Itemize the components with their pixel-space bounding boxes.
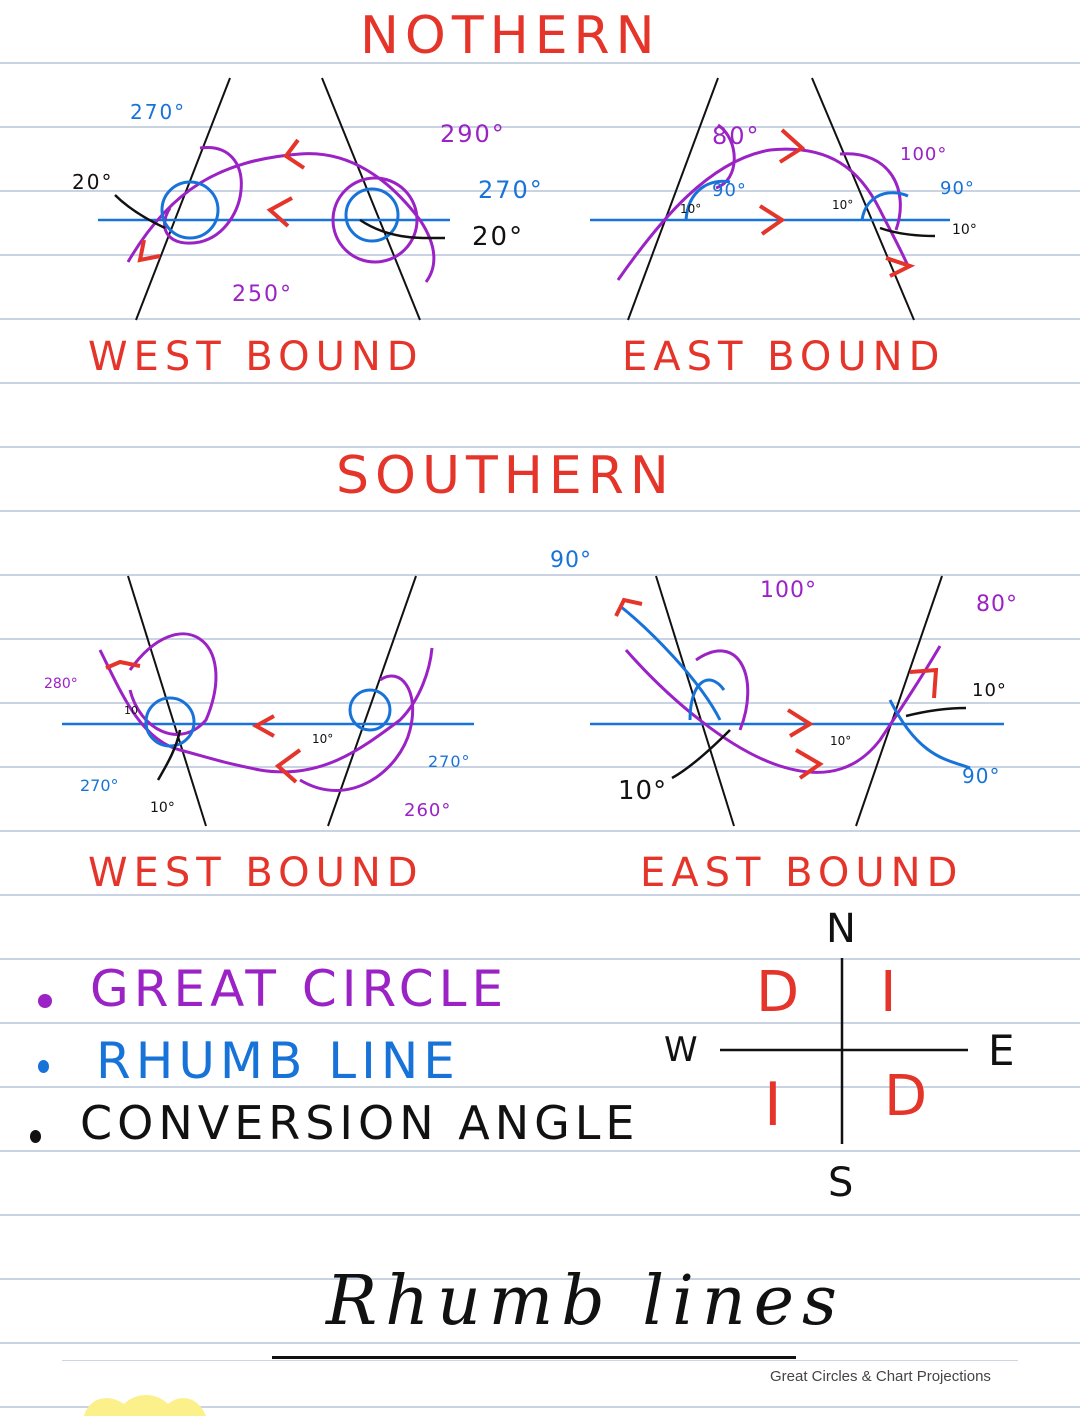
label-nw-290: 290° [440,120,506,148]
legend-dot-purple [38,994,52,1008]
compass-quadrant-se: D [884,1064,928,1129]
compass-s: S [828,1160,854,1206]
label-se-100: 100° [760,578,817,603]
legend-conversion-angle: CONVERSION ANGLE [80,1096,640,1150]
label-se-10b: 10° [972,680,1007,701]
compass-quadrant-ne: I [880,960,897,1025]
compass-n: N [826,906,856,952]
label-northern-eastbound: EAST BOUND [622,334,946,380]
legend-great-circle: GREAT CIRCLE [90,960,509,1018]
compass-e: E [988,1026,1015,1075]
label-nw-20b: 20° [472,222,525,252]
label-se-90: 90° [550,548,592,573]
label-ne-10b: 10° [952,222,977,238]
label-sw-280: 280° [44,676,78,692]
diagram-northern-eastbound [590,77,950,321]
label-nw-270: 270° [130,100,187,124]
label-sw-10a: 10 [124,704,138,717]
diagram-southern-westbound [62,575,474,827]
label-sw-270b: 270° [428,752,471,771]
label-nw-20: 20° [72,170,114,194]
label-southern-westbound: WEST BOUND [88,850,424,896]
heading-southern: SOUTHERN [336,446,675,506]
compass-cross [720,958,968,1144]
label-ne-10: 10° [680,202,702,216]
label-se-80: 80° [976,592,1018,617]
label-nw-270b: 270° [478,176,544,204]
label-ne-10a: 10° [832,198,854,212]
label-se-10a: 10° [830,734,852,748]
label-sw-10b: 10° [150,800,175,816]
label-ne-90b: 90° [940,178,975,199]
label-southern-eastbound: EAST BOUND [640,850,964,896]
legend-dot-blue [38,1060,49,1073]
highlighter-mark [84,1395,206,1416]
compass-quadrant-nw: D [756,960,800,1025]
label-nw-250: 250° [232,282,293,307]
legend-rhumb-line: RHUMB LINE [96,1032,460,1090]
heading-northern: NOTHERN [360,6,661,66]
compass-quadrant-sw: I [764,1070,782,1140]
compass-w: W [664,1030,698,1070]
title-underline [272,1356,796,1359]
label-sw-10c: 10° [312,732,334,746]
legend-dot-black [30,1130,41,1143]
label-northern-westbound: WEST BOUND [88,334,424,380]
label-se-10: 10° [618,776,668,806]
diagram-southern-eastbound [590,575,1004,827]
label-ne-90: 90° [712,180,747,201]
diagram-northern-westbound [98,77,450,321]
label-se-90b: 90° [962,764,1001,788]
page-title: Rhumb lines [326,1262,845,1341]
footer-text: Great Circles & Chart Projections [770,1368,991,1385]
label-sw-270: 270° [80,776,119,795]
label-ne-80: 80° [712,122,761,150]
label-sw-260: 260° [404,800,452,821]
footer-divider [62,1360,1018,1361]
label-ne-100: 100° [900,144,948,165]
